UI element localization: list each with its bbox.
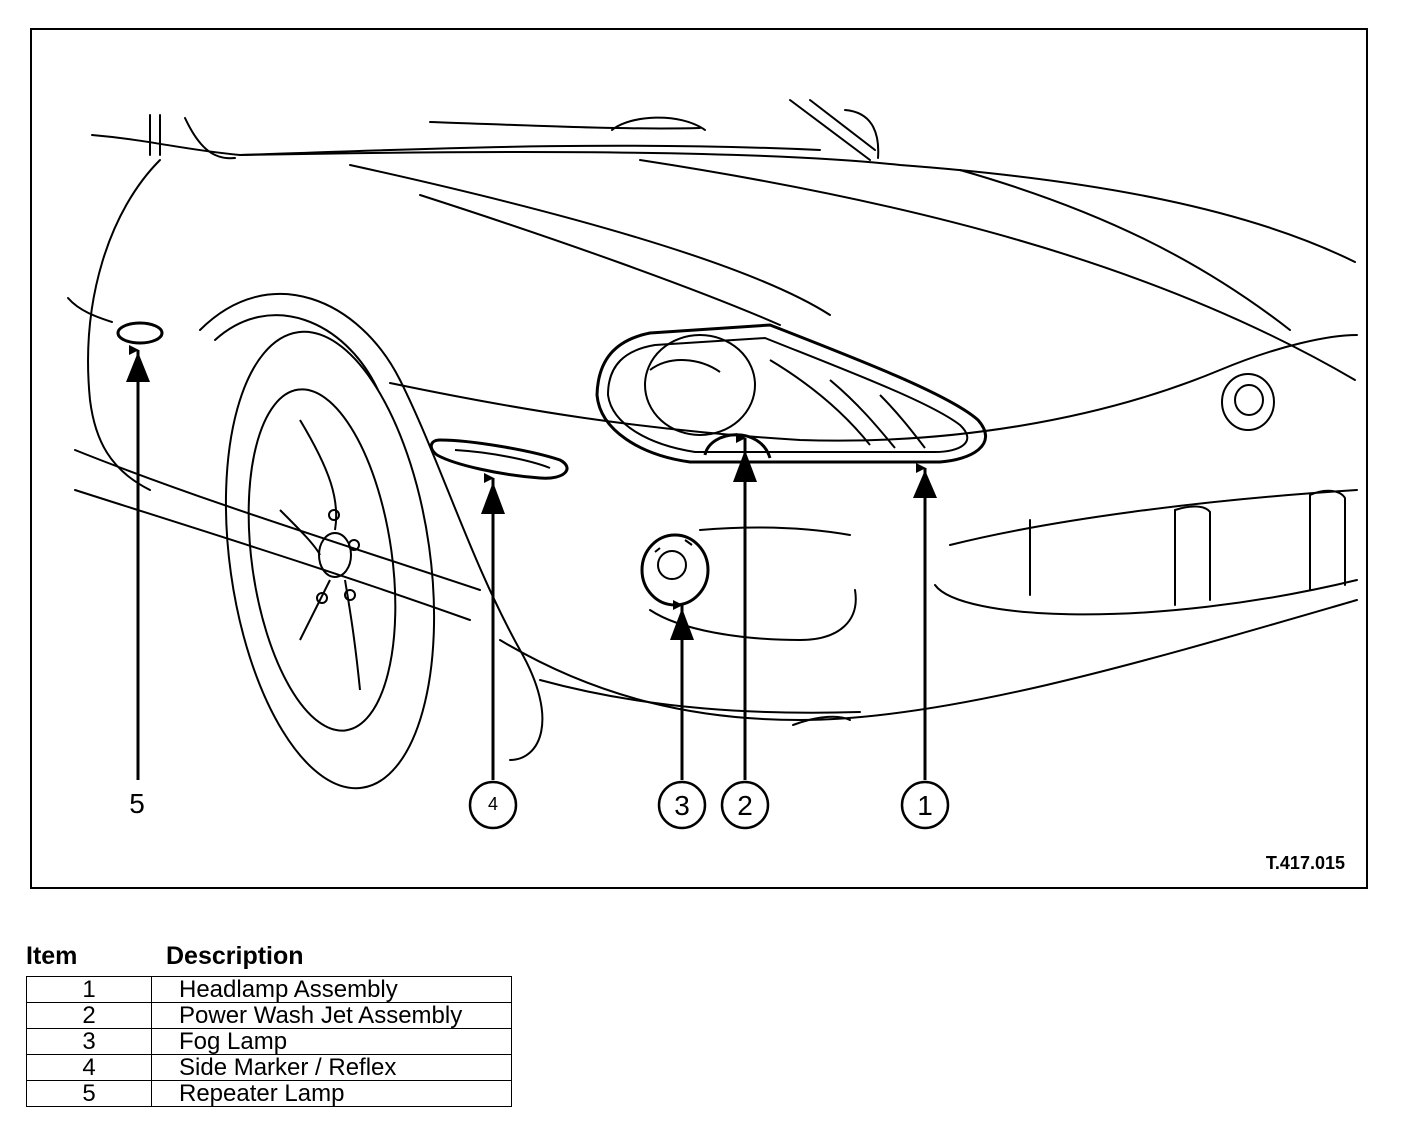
legend-item-description: Headlamp Assembly [151,976,512,1003]
wheel-spoke [344,579,361,691]
callout-leaders [129,345,927,780]
table-row: 4 Side Marker / Reflex [26,1054,512,1081]
item-legend: Item Description 1 Headlamp Assembly 2 P… [24,942,514,1107]
table-row: 5 Repeater Lamp [26,1080,512,1107]
table-row: 1 Headlamp Assembly [26,976,512,1003]
front-wheel [224,330,436,790]
repeater-lamp [116,321,164,345]
tyre-inner [247,388,397,732]
legend-item-number: 2 [26,1002,152,1029]
legend-item-description: Fog Lamp [151,1028,512,1055]
wheel-nut [328,509,340,521]
wheel-hub [318,532,352,578]
table-row: 3 Fog Lamp [26,1028,512,1055]
table-row: 2 Power Wash Jet Assembly [26,1002,512,1029]
wheel-nut [348,539,360,551]
callout-label-1: 1 [917,790,933,821]
side-marker [429,438,569,480]
wheel-spoke [299,419,338,531]
legend-item-number: 3 [26,1028,152,1055]
callout-circle-3: 3 [657,780,707,830]
legend-header-item: Item [26,942,78,970]
figure-reference: T.417.015 [1266,853,1345,873]
headlamp-outline [595,323,987,464]
callout-label-5: 5 [129,788,145,819]
legend-item-number: 1 [26,976,152,1003]
wheel-spoke [299,579,331,641]
legend-header-description: Description [166,942,304,970]
legend-header: Item Description [24,942,514,976]
legend-item-description: Side Marker / Reflex [151,1054,512,1081]
legend-item-number: 5 [26,1080,152,1107]
callout-circle-1: 1 [900,780,950,830]
wheel-nut [316,592,328,604]
wheel-spoke [279,509,321,556]
car-body-outline [67,99,1358,761]
car-front-illustration: 1 2 3 4 5 T.417.015 [30,28,1368,889]
bumper-badge [1221,373,1275,431]
tyre-outer [224,330,436,790]
headlamp-main-bulb [644,334,756,436]
legend-item-description: Repeater Lamp [151,1080,512,1107]
callout-label-3: 3 [674,790,690,821]
callout-label-4: 4 [488,794,498,814]
wheel-nut [344,589,356,601]
callout-label-2: 2 [737,790,753,821]
callout-circle-4: 4 [468,780,518,830]
power-wash-jet [703,433,772,459]
fog-lamp [640,533,710,607]
legend-item-description: Power Wash Jet Assembly [151,1002,512,1029]
legend-table: 1 Headlamp Assembly 2 Power Wash Jet Ass… [26,976,512,1107]
legend-item-number: 4 [26,1054,152,1081]
callout-arrowheads [126,352,937,640]
figure-frame [30,28,1368,889]
callout-circle-2: 2 [720,780,770,830]
headlamp-assembly [595,323,987,464]
